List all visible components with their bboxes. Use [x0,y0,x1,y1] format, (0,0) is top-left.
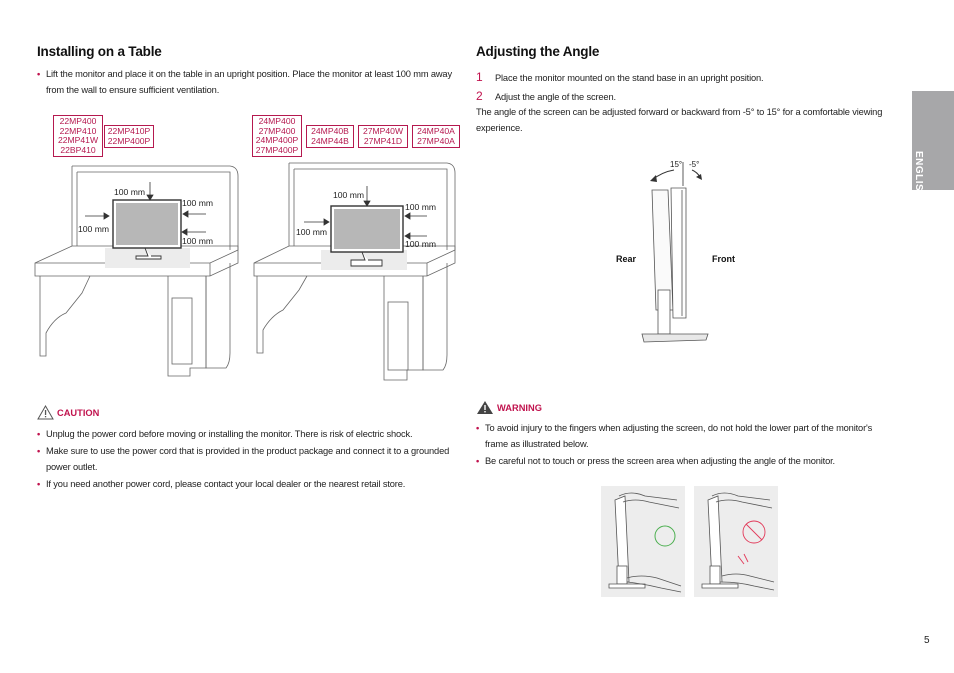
caution-heading: CAUTION [37,405,99,420]
caution-list: •Unplug the power cord before moving or … [37,426,457,493]
section-title-installing: Installing on a Table [37,44,162,59]
warning-icon [477,401,493,414]
desk-illustration-large: 100 mm 100 mm 100 mm 100 mm [253,162,456,381]
caution-item: •If you need another power cord, please … [37,479,406,489]
clearance-right-top-label: 100 mm [405,202,436,212]
clearance-top-label: 100 mm [114,187,145,197]
language-tab-label: ENGLISH [913,151,924,199]
clearance-top-label: 100 mm [333,190,364,200]
angle-description: The angle of the screen can be adjusted … [476,107,883,133]
caution-title: CAUTION [57,407,100,418]
warning-heading: WARNING [476,400,542,415]
clearance-right-top-label: 100 mm [182,198,213,208]
front-label: Front [712,254,735,264]
caution-item: •Make sure to use the power cord that is… [37,446,450,472]
step-number: 1 [476,70,483,84]
caution-icon [37,405,54,420]
angle-back-label: 15° [670,160,682,169]
step-number: 2 [476,89,483,103]
warning-list: •To avoid injury to the fingers when adj… [476,420,896,470]
section-title-angle: Adjusting the Angle [476,44,600,59]
angle-step-1: 1 Place the monitor mounted on the stand… [476,70,764,84]
clearance-left-label: 100 mm [78,224,109,234]
install-bullets: •Lift the monitor and place it on the ta… [37,66,457,99]
incorrect-hold-illustration [694,486,778,597]
caution-item: •Unplug the power cord before moving or … [37,429,413,439]
angle-front-label: -5° [689,160,699,169]
angle-step-2: 2 Adjust the angle of the screen. [476,89,616,103]
page-number: 5 [924,635,930,646]
warning-item: •To avoid injury to the fingers when adj… [476,423,873,449]
rear-label: Rear [616,254,637,264]
clearance-right-label: 100 mm [405,239,436,249]
clearance-right-label: 100 mm [182,236,213,246]
desk-illustration-small: 100 mm 100 mm 100 mm 100 mm [34,165,239,377]
warning-title: WARNING [497,402,542,413]
angle-diagram: 15° -5° Rear Front [616,160,735,343]
correct-hold-illustration [601,486,685,597]
clearance-left-label: 100 mm [296,227,327,237]
warning-item: •Be careful not to touch or press the sc… [476,456,835,466]
install-bullet: •Lift the monitor and place it on the ta… [37,69,452,95]
language-tab: ENGLISH [912,91,954,199]
